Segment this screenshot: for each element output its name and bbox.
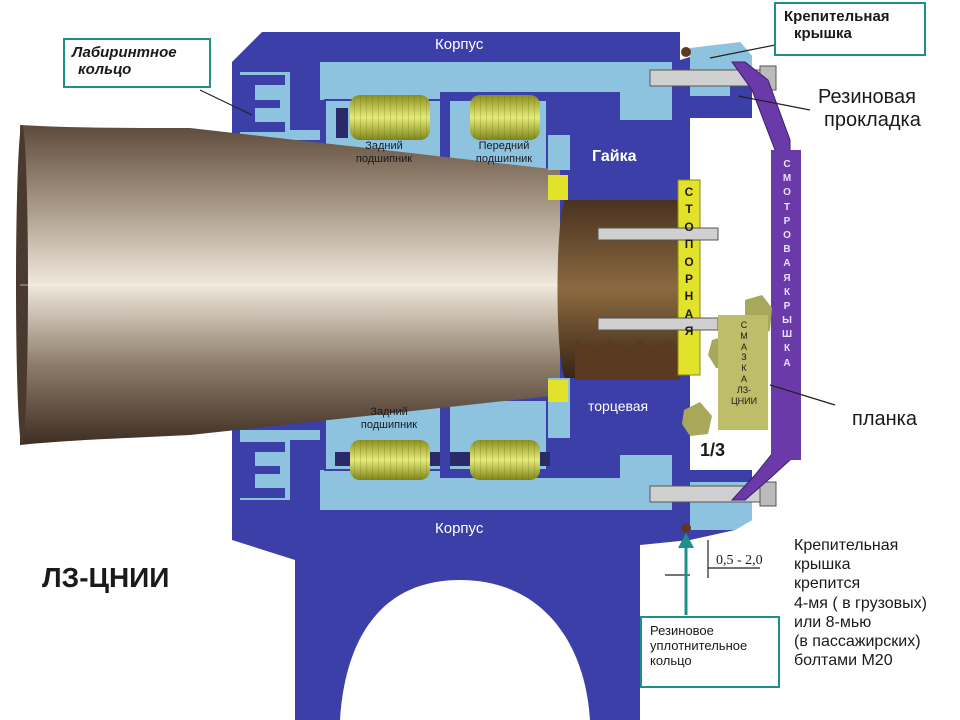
plate-label: планка: [852, 408, 917, 430]
nut-label: Гайка: [592, 148, 637, 165]
rubber-ring-box: [640, 616, 780, 688]
housing-top-label: Корпус: [435, 36, 484, 53]
clearance-label: 0,5 - 2,0: [716, 553, 763, 568]
rubber-ring-top: [681, 47, 691, 57]
fastening-cover-label: Крепительная крышка: [784, 8, 890, 43]
rubber-ring-bottom: [681, 523, 691, 533]
leader-lines: [199, 39, 836, 578]
grease-blobs: [682, 295, 772, 436]
housing-bottom-label: Корпус: [435, 520, 484, 537]
threaded-journal: [557, 200, 680, 380]
labyrinth-ring-label: Лабиринтное кольцо: [72, 44, 177, 79]
rubber-ring-label: Резиновое уплотнительное кольцо: [650, 623, 748, 668]
rear-bearing-bottom-label: Задний подшипник: [360, 406, 418, 431]
rubber-ring-arrow: [678, 533, 694, 615]
end-plate: [548, 378, 670, 450]
fastening-note: Крепительная крышка крепится 4-мя ( в гр…: [794, 537, 927, 670]
nut: [548, 130, 670, 200]
one-third-label: 1/3: [700, 440, 726, 460]
shaft: [16, 125, 560, 445]
rubber-gasket-label: Резиновая прокладка: [818, 86, 921, 131]
model-label: ЛЗ-ЦНИИ: [42, 562, 170, 593]
bearings-bottom: [324, 399, 550, 480]
front-bearing-top-label: Передний подшипник: [475, 140, 533, 165]
fastening-cover-box: [774, 2, 926, 56]
labyrinth-ring-box: [63, 38, 211, 88]
rear-bearing-top-label: Задний подшипник: [355, 140, 413, 165]
end-plate-label: торцевая: [588, 398, 649, 414]
